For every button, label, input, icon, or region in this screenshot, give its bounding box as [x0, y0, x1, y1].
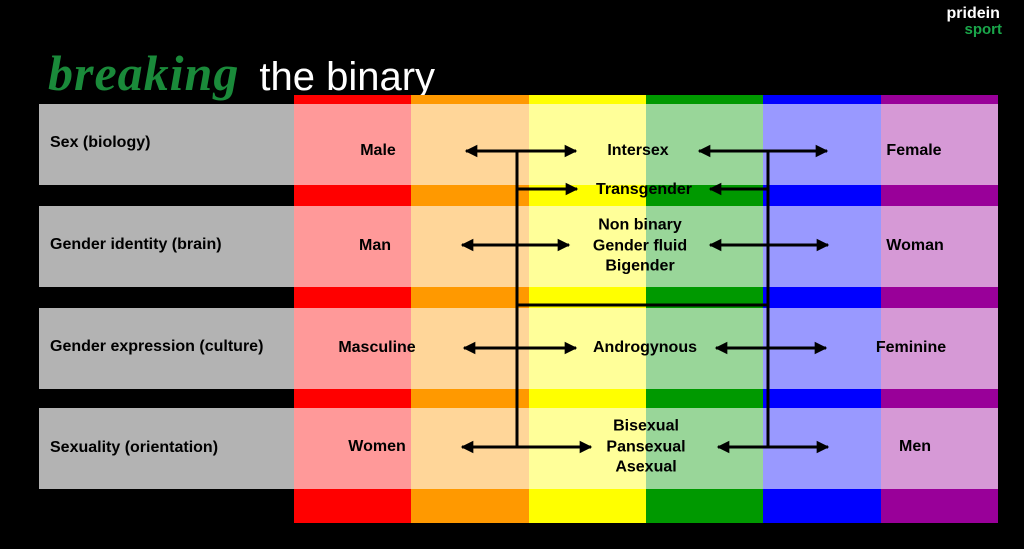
term-left: Women [348, 437, 406, 455]
term-middle: Androgynous [593, 338, 697, 359]
term-left: Man [359, 236, 391, 254]
row-label: Gender expression (culture) [50, 338, 264, 355]
term-middle-line: Androgynous [593, 338, 697, 356]
title-the-binary: the binary [259, 55, 436, 99]
row-band [39, 408, 998, 489]
row-band [39, 308, 998, 389]
transgender-label: Transgender [595, 180, 693, 198]
row-label: Sex (biology) [50, 134, 151, 151]
logo-line-2: sport [964, 21, 1003, 38]
term-right: Feminine [875, 338, 947, 356]
term-middle-line: Intersex [607, 141, 669, 159]
row-label: Sexuality (orientation) [50, 439, 219, 456]
term-middle-line: Bigender [605, 257, 675, 275]
term-right: Woman [886, 236, 944, 254]
logo-line-1: pridein [946, 5, 1000, 22]
term-middle-line: Gender fluid [592, 236, 688, 254]
term-left: Male [360, 141, 396, 159]
row-label-background [39, 408, 294, 489]
row-tint [294, 104, 998, 185]
row-band [39, 104, 998, 185]
term-middle-line: Bisexual [613, 417, 679, 435]
row-tint [294, 408, 998, 489]
title-breaking: breaking [48, 45, 240, 101]
row-label-background [39, 206, 294, 287]
term-right: Men [899, 437, 931, 455]
row-label: Gender identity (brain) [50, 236, 222, 253]
term-middle: Intersex [607, 141, 668, 162]
row-tint [294, 308, 998, 389]
row-band [39, 206, 998, 287]
pride-in-sport-logo: pridein sport [947, 6, 1003, 38]
term-middle-line: Non binary [598, 216, 682, 234]
row-label-background [39, 104, 294, 185]
term-left: Masculine [338, 338, 416, 356]
term-middle-line: Pansexual [606, 437, 686, 455]
row-label-background [39, 308, 294, 389]
title: breaking the binary [48, 44, 436, 101]
term-middle-line: Asexual [615, 458, 677, 476]
term-right: Female [886, 141, 942, 159]
row-tint [294, 206, 998, 287]
